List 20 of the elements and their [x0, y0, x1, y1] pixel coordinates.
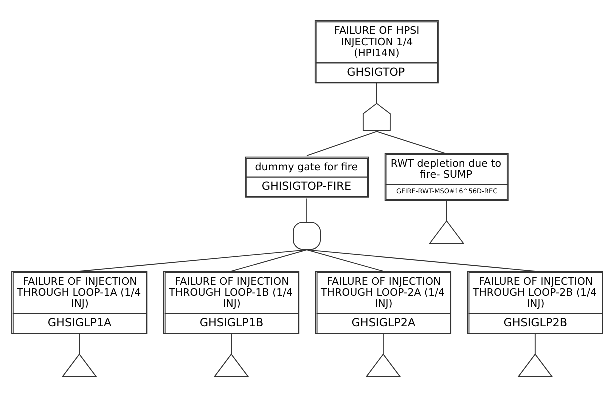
node-triangle: [214, 354, 250, 378]
connector: [306, 198, 308, 223]
node-triangle: [366, 354, 402, 378]
connector: [231, 333, 232, 355]
connector: [231, 250, 308, 272]
connector: [376, 131, 448, 154]
connector: [383, 333, 384, 355]
node-triangle: [518, 354, 554, 378]
connector: [306, 131, 378, 156]
node-arch: [362, 103, 391, 132]
connector: [446, 200, 448, 222]
connector: [306, 250, 384, 272]
node-dome: [293, 222, 322, 250]
connector: [534, 333, 536, 355]
connector: [79, 333, 80, 355]
connector: [306, 250, 536, 272]
node-triangle: [429, 220, 465, 244]
connector: [79, 250, 308, 272]
connector: [376, 82, 378, 104]
node-triangle: [62, 354, 98, 378]
